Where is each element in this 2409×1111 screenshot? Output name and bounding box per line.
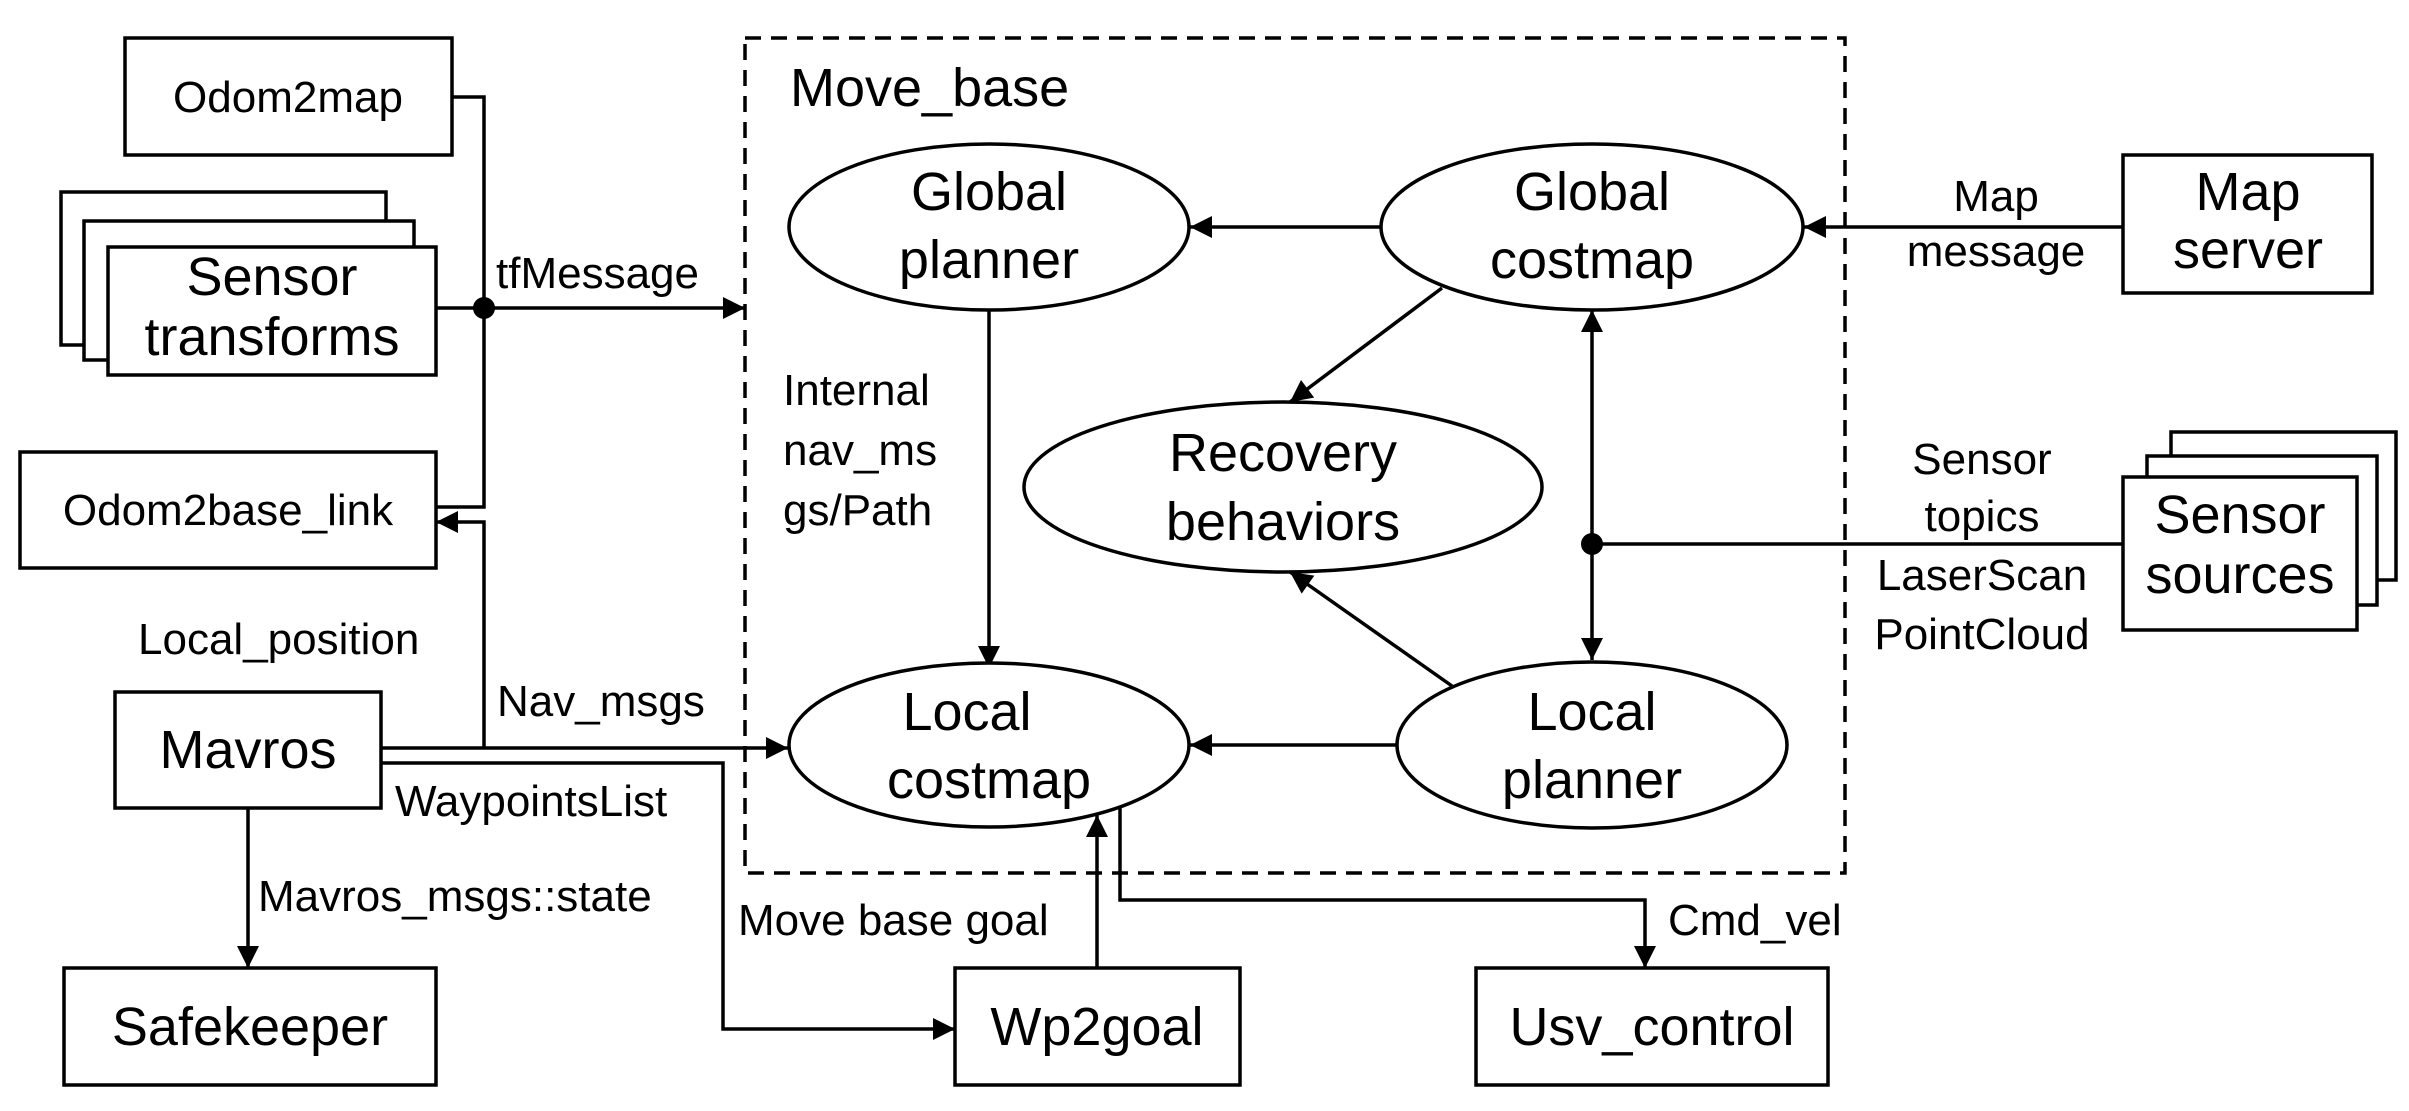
svg-text:message: message — [1907, 227, 2086, 276]
move-base-title: Move_base — [790, 58, 1069, 118]
edge-gcostmap-recovery — [1288, 286, 1444, 404]
node-local-costmap: Local costmap — [787, 661, 1191, 829]
edge-lplanner-recovery — [1288, 570, 1454, 688]
svg-text:Global: Global — [1514, 162, 1670, 222]
svg-text:Recovery: Recovery — [1169, 423, 1397, 483]
node-odom2map: Odom2map — [123, 36, 454, 157]
edge-waypoints-list — [381, 761, 955, 1040]
svg-text:gs/Path: gs/Path — [783, 486, 932, 535]
node-usv-control: Usv_control — [1474, 966, 1830, 1087]
node-wp2goal: Wp2goal — [953, 966, 1242, 1087]
svg-text:LaserScan: LaserScan — [1877, 551, 2087, 600]
svg-text:costmap: costmap — [1490, 230, 1694, 290]
svg-text:server: server — [2173, 220, 2323, 280]
label-sensor-topics: Sensor topics LaserScan PointCloud — [1874, 435, 2089, 659]
svg-text:nav_ms: nav_ms — [783, 426, 937, 475]
node-global-costmap: Global costmap — [1379, 142, 1805, 312]
label-local-position: Local_position — [138, 615, 419, 664]
tf-junction — [473, 297, 495, 319]
node-map-server: Map server — [2121, 153, 2374, 295]
svg-text:Sensor: Sensor — [1912, 435, 2051, 484]
svg-text:Local: Local — [1527, 682, 1656, 742]
svg-text:PointCloud: PointCloud — [1874, 610, 2089, 659]
label-move-base-goal: Move base goal — [738, 896, 1049, 945]
node-safekeeper: Safekeeper — [62, 966, 438, 1087]
node-recovery-behaviors: Recovery behaviors — [1022, 400, 1544, 574]
svg-text:Global: Global — [911, 162, 1067, 222]
label-waypoints-list: WaypointsList — [395, 777, 667, 826]
svg-text:behaviors: behaviors — [1166, 492, 1400, 552]
label-mavros-state: Mavros_msgs::state — [258, 872, 652, 921]
node-sensor-sources: Sensor sources — [2121, 430, 2398, 632]
move-base-container — [743, 36, 1847, 875]
sensor-junction — [1581, 533, 1603, 555]
svg-text:Map: Map — [2195, 162, 2300, 222]
svg-text:Local: Local — [902, 682, 1031, 742]
label-cmd-vel: Cmd_vel — [1668, 896, 1842, 945]
edge-cmd-vel — [1118, 805, 1656, 968]
svg-text:Usv_control: Usv_control — [1509, 997, 1794, 1057]
node-mavros: Mavros — [113, 690, 383, 810]
svg-text:planner: planner — [1502, 750, 1682, 810]
svg-text:Safekeeper: Safekeeper — [112, 997, 388, 1057]
svg-text:Odom2map: Odom2map — [173, 73, 403, 122]
node-local-planner: Local planner — [1395, 660, 1789, 830]
svg-text:topics: topics — [1925, 492, 2040, 541]
svg-text:Sensor: Sensor — [186, 247, 357, 307]
svg-text:sources: sources — [2145, 545, 2334, 605]
label-internal-path: Internal nav_ms gs/Path — [783, 366, 937, 535]
label-tf-message: tfMessage — [496, 249, 699, 298]
svg-text:transforms: transforms — [144, 307, 399, 367]
svg-text:planner: planner — [899, 230, 1079, 290]
node-odom2base-link: Odom2base_link — [18, 450, 438, 570]
svg-text:Sensor: Sensor — [2154, 485, 2325, 545]
svg-text:costmap: costmap — [887, 750, 1091, 810]
label-nav-msgs: Nav_msgs — [497, 677, 705, 726]
label-map-message: Map message — [1907, 172, 2086, 276]
svg-text:Map: Map — [1953, 172, 2039, 221]
node-global-planner: Global planner — [787, 142, 1191, 312]
svg-text:Mavros: Mavros — [159, 720, 336, 780]
node-sensor-transforms: Sensor transforms — [59, 190, 438, 377]
svg-text:Wp2goal: Wp2goal — [990, 997, 1203, 1057]
edge-local-position — [436, 511, 486, 748]
svg-text:Odom2base_link: Odom2base_link — [63, 486, 394, 535]
svg-text:Internal: Internal — [783, 366, 930, 415]
